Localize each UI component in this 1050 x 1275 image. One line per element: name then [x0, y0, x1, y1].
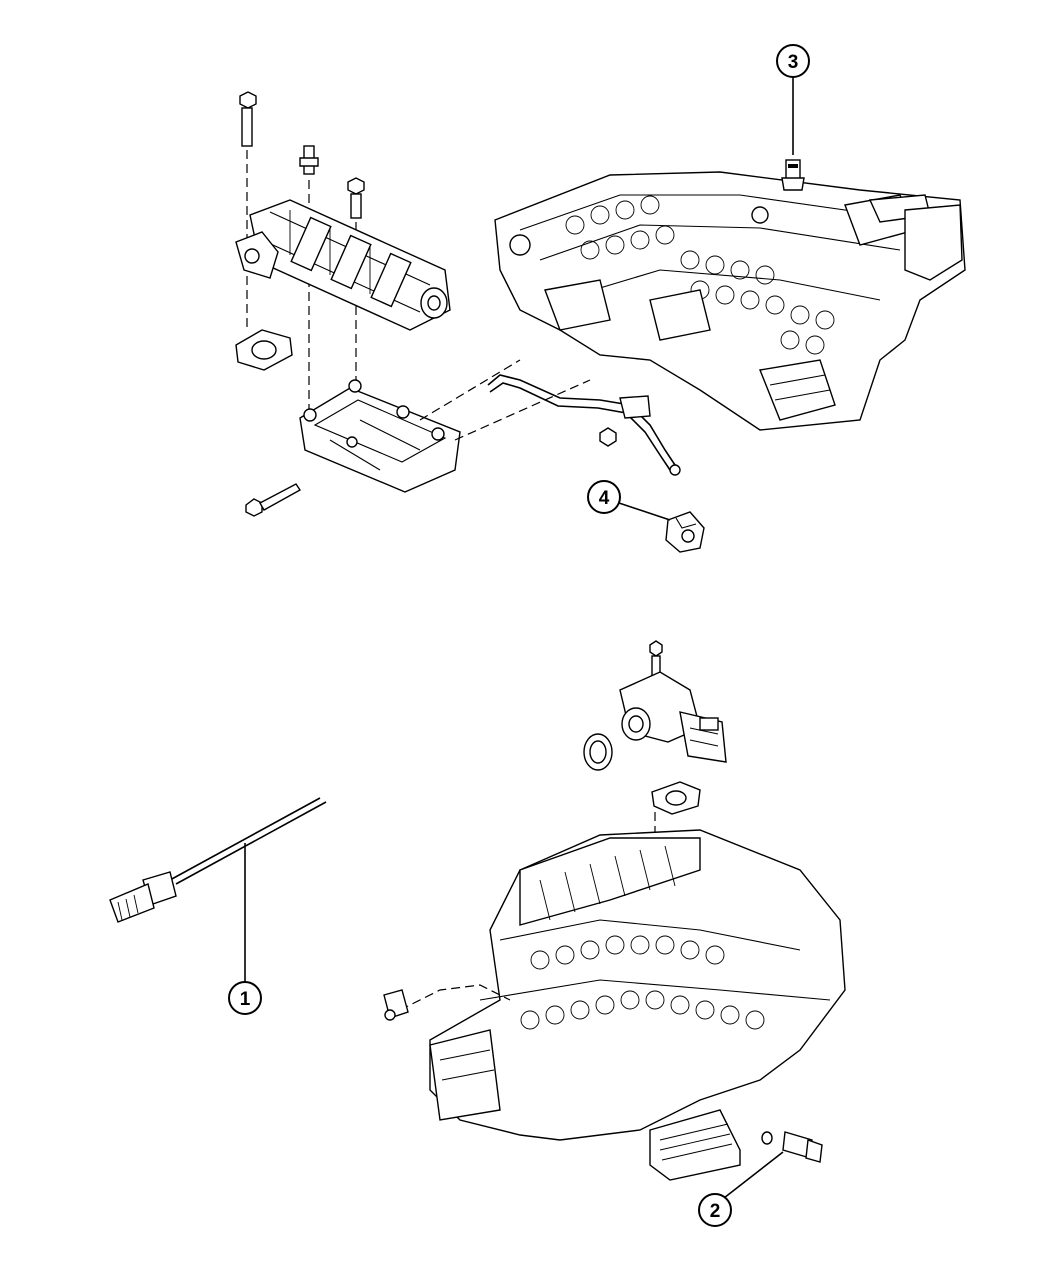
cooler-stud-center [299, 145, 319, 415]
temp-sensor-2 [761, 1131, 823, 1163]
callout-1: 1 [228, 981, 262, 1015]
callout-1-label: 1 [240, 989, 251, 1010]
egr-valve-gasket [651, 781, 701, 815]
sensor-4 [665, 511, 705, 553]
egr-tube [487, 374, 681, 476]
callout-4-label: 4 [599, 488, 610, 509]
cooler-mount-bolt-left [239, 91, 257, 330]
pressure-sensor-3 [781, 159, 805, 191]
callout-3-label: 3 [788, 52, 799, 73]
callout-2: 2 [698, 1193, 732, 1227]
exhaust-temp-sensor-1 [109, 797, 327, 923]
callout-2-label: 2 [710, 1201, 721, 1222]
egr-valve [619, 671, 727, 763]
callout-3: 3 [776, 44, 810, 78]
egr-cooler-gasket [235, 329, 293, 371]
egr-cooler-bracket [299, 379, 461, 493]
engine-lower-view [429, 829, 846, 1181]
egr-cooler [235, 199, 451, 331]
bracket-long-bolt [245, 483, 302, 517]
egr-valve-seal-ring [583, 733, 613, 771]
tube-nut [599, 427, 617, 447]
lower-wire-harness [383, 984, 511, 1021]
engine-upper-view [494, 171, 966, 431]
cooler-stud-right [347, 177, 365, 385]
callout-4: 4 [587, 480, 621, 514]
